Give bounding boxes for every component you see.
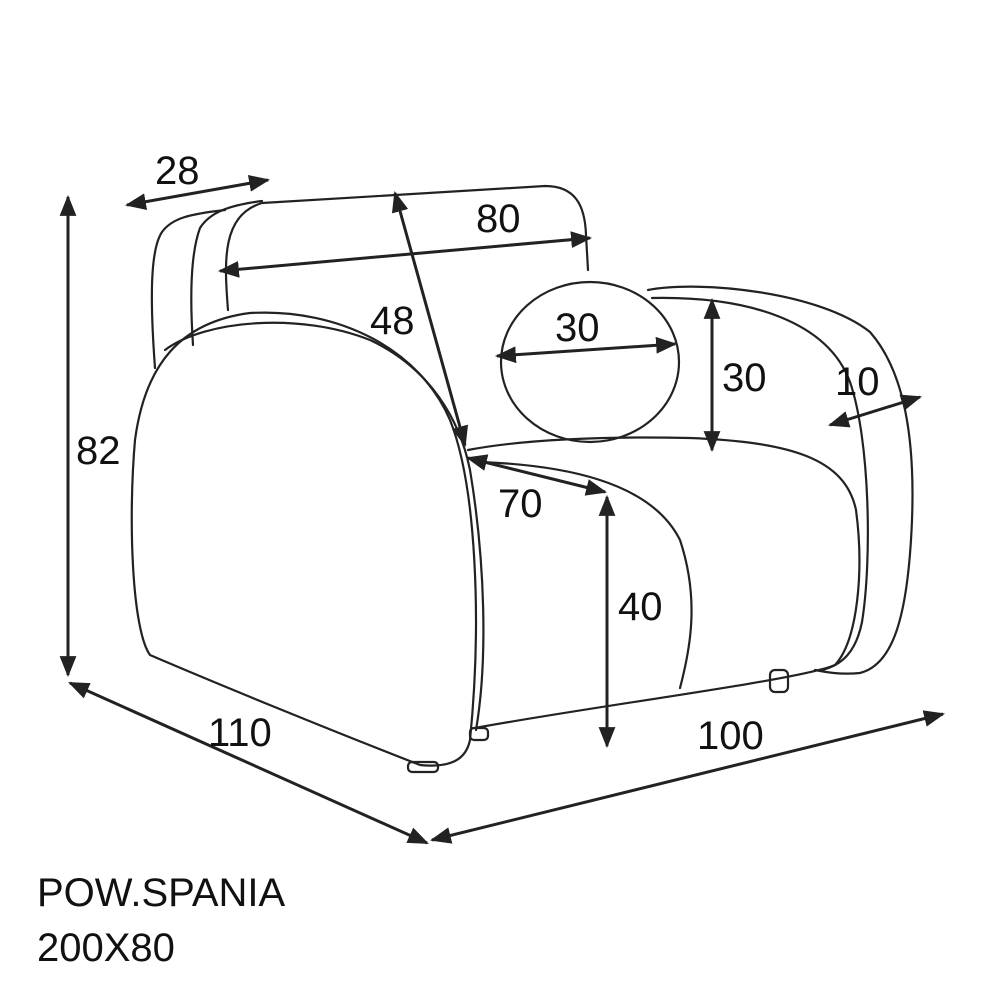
model-name: POW.SPANIA (37, 871, 286, 915)
foot (406, 760, 440, 774)
arrow-side-arm (827, 394, 923, 428)
arrow-back-width (217, 231, 593, 278)
arrow-total-depth (68, 681, 429, 845)
right-arm (646, 285, 914, 675)
label-total-depth: 110 (208, 711, 272, 755)
armchair-drawing (130, 184, 914, 774)
back-cushion (224, 184, 590, 312)
left-arm-inner (163, 321, 485, 732)
label-total-width: 100 (697, 714, 764, 758)
foot (468, 726, 490, 742)
label-back-height: 48 (370, 299, 415, 343)
right-arm-inner (650, 296, 869, 672)
dimension-lines (59, 175, 946, 845)
label-side-arm: 10 (835, 360, 880, 404)
arrow-seat-depth (465, 454, 608, 496)
arrow-pillow-width (494, 336, 678, 364)
arrow-back-height (391, 190, 469, 448)
label-seat-height: 40 (618, 585, 663, 629)
label-pillow-width: 30 (555, 306, 600, 350)
label-arm-width: 28 (155, 149, 200, 193)
arrow-arm-width (124, 175, 271, 210)
label-seat-depth: 70 (498, 482, 543, 526)
arrow-total-width (429, 710, 946, 844)
label-total-height: 82 (76, 429, 121, 473)
label-pillow-height: 30 (722, 356, 767, 400)
label-back-width: 80 (476, 197, 521, 241)
foot (768, 668, 790, 694)
backrest-frame (150, 208, 227, 370)
seat (466, 436, 861, 730)
model-size: 200X80 (37, 926, 175, 970)
